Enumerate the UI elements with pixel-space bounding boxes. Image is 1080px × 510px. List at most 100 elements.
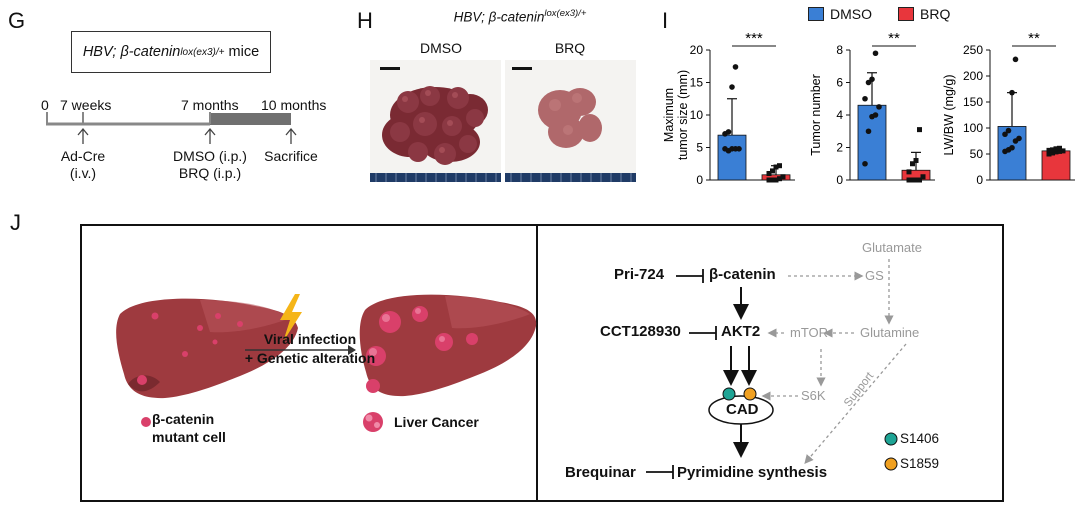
chart-1-ytick-label: 2 [836, 141, 843, 155]
point-2-dmso [1002, 131, 1008, 138]
photo-label-brq: BRQ [554, 40, 586, 56]
chart-2-ytick-label: 200 [963, 69, 983, 83]
chart-1-ytick-label: 0 [836, 173, 843, 187]
sig-label-2: ** [1028, 30, 1040, 47]
bar-0-dmso [717, 134, 747, 181]
dmso-liver-photo [370, 60, 501, 182]
point-1-brq [913, 177, 919, 183]
legend-s1859-icon [884, 457, 898, 471]
tick-10-months: 10 months [261, 97, 327, 113]
infection-label: Viral infection + Genetic alteration [240, 330, 380, 368]
node-pyrimidine: Pyrimidine synthesis [677, 464, 828, 481]
point-1-brq [917, 127, 922, 133]
pathway-diagram [646, 259, 907, 479]
point-0-dmso [725, 129, 732, 135]
mutant-cell-icon [141, 417, 151, 427]
node-bcatenin: β-catenin [709, 266, 776, 283]
panel-letter-j: J [10, 210, 21, 235]
chart-0-ytick-label: 10 [690, 108, 704, 122]
legend-swatch-dmso [808, 7, 824, 21]
point-0-brq [780, 174, 786, 180]
point-2-dmso [1012, 56, 1019, 63]
point-2-brq [1057, 145, 1062, 151]
event-adcre: Ad-Cre (i.v.) [43, 148, 123, 182]
liver-schematic [116, 294, 537, 432]
point-0-brq [766, 171, 772, 176]
tick-7-weeks: 7 weeks [60, 97, 112, 113]
chart-0-ylabel: Maximumtumor size (mm) [662, 70, 690, 160]
timeline-graphic [46, 112, 297, 144]
point-0-dmso [729, 84, 735, 90]
panel-letter-g: G [8, 8, 26, 33]
point-2-dmso [1016, 135, 1022, 142]
tumor-icon [363, 412, 383, 432]
sig-label-1: ** [888, 30, 900, 47]
point-1-dmso [872, 112, 879, 118]
point-2-brq [1050, 147, 1055, 153]
node-akt2: AKT2 [721, 323, 761, 340]
node-mtor: mTOR [790, 325, 829, 340]
site-label-s1406: S1406 [900, 431, 940, 446]
event-treatment: DMSO (i.p.) BRQ (i.p.) [160, 148, 260, 182]
chart-1-ytick-label: 6 [836, 76, 843, 90]
point-2-brq [1046, 151, 1052, 157]
point-1-brq [906, 169, 912, 175]
photo-header-genotype: HBV; β-catenin [453, 9, 545, 25]
chart-2-ytick-label: 0 [976, 173, 983, 187]
chart-2-ytick-label: 50 [970, 147, 984, 161]
bar-2-brq [1041, 150, 1071, 181]
infection-label-line2: + Genetic alteration [244, 350, 376, 366]
chart-1-ytick-label: 4 [836, 108, 843, 122]
point-1-brq [910, 161, 915, 167]
point-1-dmso [862, 160, 868, 167]
genotype-superscript: lox(ex3)/+ [180, 46, 225, 58]
s1406-dot-icon [722, 387, 736, 401]
node-gs: GS [865, 268, 884, 283]
tick-7-months: 7 months [181, 97, 239, 113]
liver-cancer-graphic [359, 294, 537, 397]
point-2-dmso [1009, 144, 1015, 151]
mutant-cell-label-line2: mutant cell [152, 429, 226, 445]
chart-1-ytick-label: 8 [836, 43, 843, 57]
legend-label-brq: BRQ [920, 6, 951, 22]
point-2-brq [1057, 148, 1062, 154]
schematic-right-box [536, 224, 1004, 502]
point-1-dmso [872, 50, 879, 57]
point-2-dmso [1005, 127, 1012, 134]
point-1-brq [910, 177, 915, 183]
event-adcre-line2: (i.v.) [69, 165, 97, 181]
node-s6k: S6K [801, 388, 826, 403]
event-treatment-line2: BRQ (i.p.) [178, 165, 242, 181]
point-1-dmso [869, 76, 875, 83]
legend-label-dmso: DMSO [830, 6, 872, 22]
legend-s1406-icon [884, 432, 898, 446]
mutant-cell-label: β-catenin mutant cell [152, 410, 226, 446]
sig-label-0: *** [745, 30, 763, 47]
point-2-dmso [1009, 89, 1015, 96]
point-0-brq [777, 176, 782, 182]
mice-label: mice [224, 44, 260, 60]
chart-2-ytick-label: 150 [963, 95, 983, 109]
node-cct128930: CCT128930 [600, 323, 681, 340]
point-0-brq [770, 168, 775, 174]
chart-0-ytick-label: 0 [696, 173, 703, 187]
genotype-text: HBV; β-catenin [82, 44, 181, 60]
point-0-brq [773, 164, 779, 170]
chart-2-ytick-label: 100 [963, 121, 983, 135]
panel-letter-h: H [357, 8, 373, 33]
event-treatment-line1: DMSO (i.p.) [173, 148, 247, 164]
tick-0: 0 [41, 97, 49, 113]
point-0-brq [777, 163, 782, 169]
liver-photos [370, 60, 636, 182]
chart-0-ytick-label: 5 [696, 141, 703, 155]
liver-with-mutant-cells [116, 298, 298, 399]
point-1-brq [913, 158, 919, 163]
point-1-dmso [865, 128, 872, 135]
point-1-brq [906, 177, 912, 183]
node-cad: CAD [726, 401, 759, 418]
chart-1-ylabel: Tumor number [809, 74, 823, 156]
lightning-icon [280, 294, 302, 342]
s1859-dot-icon [743, 387, 757, 401]
chart-0-ytick-label: 20 [690, 43, 704, 57]
